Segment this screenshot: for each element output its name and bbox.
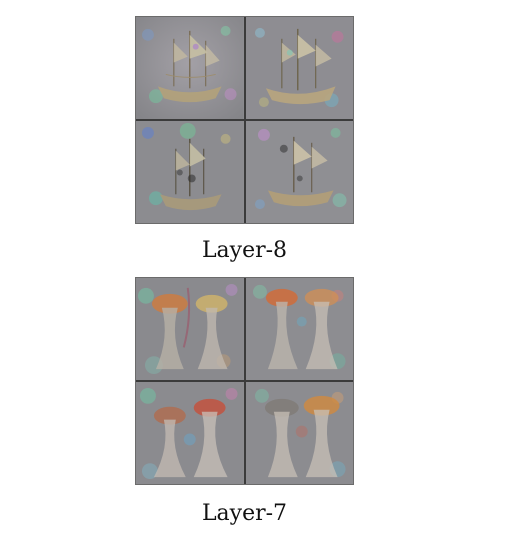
feature-visualization-grid-layer-7 [135, 277, 354, 485]
mushroom-visualization-image [136, 278, 244, 380]
visualization-tile [136, 121, 244, 223]
ship-visualization-image [245, 17, 353, 119]
visualization-tile [245, 382, 353, 484]
ship-visualization-image [136, 121, 244, 223]
feature-visualization-grid-layer-8 [135, 16, 354, 224]
visualization-tile [136, 17, 244, 119]
figure-caption-layer-8: Layer-8 [201, 238, 288, 263]
mushroom-visualization-image [245, 382, 353, 484]
mushroom-visualization-image [245, 278, 353, 380]
visualization-tile [245, 17, 353, 119]
ship-visualization-image [136, 17, 244, 119]
figure-caption-layer-7: Layer-7 [201, 501, 288, 526]
ship-visualization-image [245, 121, 353, 223]
visualization-tile [245, 278, 353, 380]
mushroom-visualization-image [136, 382, 244, 484]
visualization-tile [136, 382, 244, 484]
visualization-tile [136, 278, 244, 380]
visualization-tile [245, 121, 353, 223]
